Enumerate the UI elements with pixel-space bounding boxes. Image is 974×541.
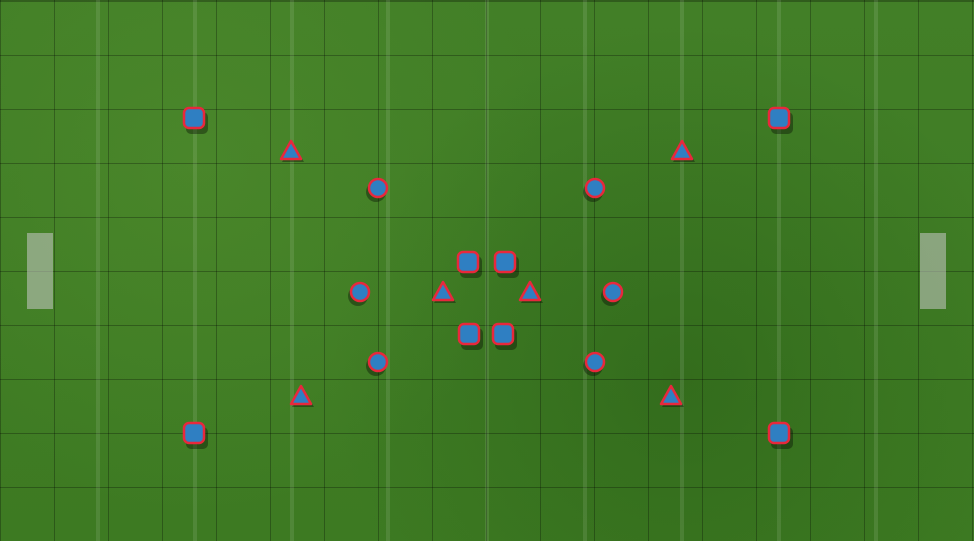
- circle-piece-icon[interactable]: [358, 168, 398, 208]
- square-piece-icon[interactable]: [174, 98, 214, 138]
- piece-body: [518, 280, 542, 302]
- triangle-piece-icon[interactable]: [423, 272, 463, 312]
- piece-body: [289, 384, 313, 406]
- piece-body: [659, 384, 683, 406]
- square-piece-icon[interactable]: [485, 242, 525, 282]
- field-stripe: [680, 0, 684, 541]
- circle-piece-icon[interactable]: [340, 272, 380, 312]
- piece-body: [584, 351, 606, 373]
- right-goal: [920, 233, 946, 309]
- triangle-piece-icon[interactable]: [510, 272, 550, 312]
- piece-body: [602, 281, 624, 303]
- triangle-piece-icon[interactable]: [281, 376, 321, 416]
- left-goal: [27, 233, 53, 309]
- field-stripe: [290, 0, 294, 541]
- piece-body: [367, 177, 389, 199]
- square-piece-icon[interactable]: [483, 314, 523, 354]
- circle-piece-icon[interactable]: [575, 168, 615, 208]
- piece-body: [349, 281, 371, 303]
- piece-body: [182, 421, 206, 445]
- piece-body: [584, 177, 606, 199]
- triangle-piece-icon[interactable]: [271, 131, 311, 171]
- field-stripe: [96, 0, 100, 541]
- piece-body: [182, 106, 206, 130]
- circle-piece-icon[interactable]: [575, 342, 615, 382]
- circle-piece-icon[interactable]: [358, 342, 398, 382]
- square-piece-icon[interactable]: [449, 314, 489, 354]
- piece-body: [493, 250, 517, 274]
- triangle-piece-icon[interactable]: [662, 131, 702, 171]
- field-stripe: [485, 0, 489, 541]
- piece-body: [367, 351, 389, 373]
- piece-body: [767, 106, 791, 130]
- field-stripe: [193, 0, 197, 541]
- field-stripe: [777, 0, 781, 541]
- piece-body: [670, 139, 694, 161]
- field-stripe: [386, 0, 390, 541]
- field-stripe: [874, 0, 878, 541]
- piece-body: [767, 421, 791, 445]
- piece-body: [457, 322, 481, 346]
- piece-body: [491, 322, 515, 346]
- square-piece-icon[interactable]: [759, 413, 799, 453]
- square-piece-icon[interactable]: [759, 98, 799, 138]
- triangle-piece-icon[interactable]: [651, 376, 691, 416]
- circle-piece-icon[interactable]: [593, 272, 633, 312]
- piece-body: [431, 280, 455, 302]
- field-stripe: [583, 0, 587, 541]
- piece-body: [279, 139, 303, 161]
- square-piece-icon[interactable]: [448, 242, 488, 282]
- square-piece-icon[interactable]: [174, 413, 214, 453]
- piece-body: [456, 250, 480, 274]
